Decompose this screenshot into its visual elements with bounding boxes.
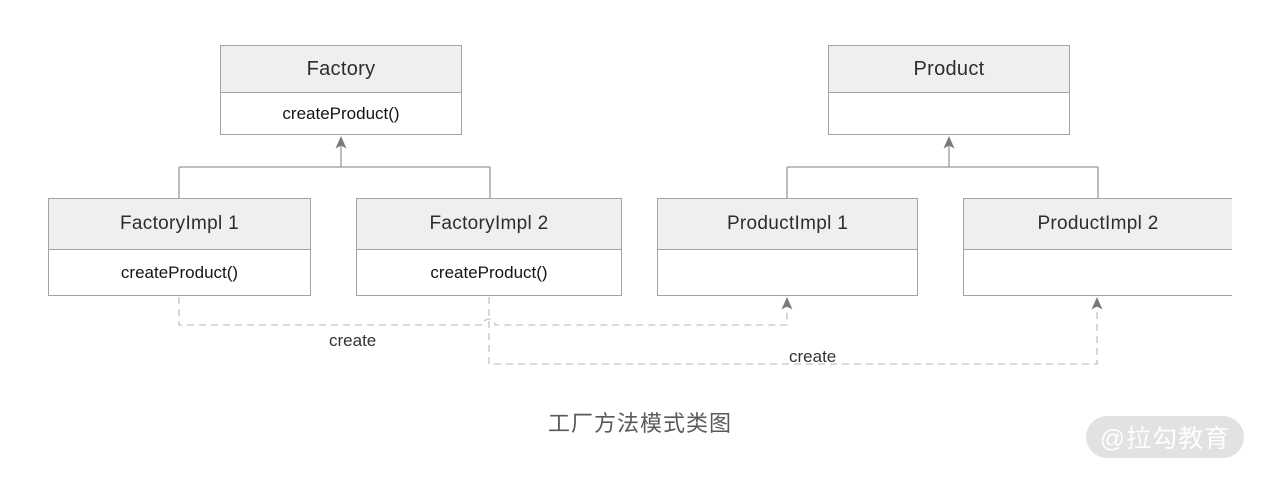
class-box-product-impl-2: ProductImpl 2 [963,198,1232,296]
class-method-product-impl-2 [964,250,1232,295]
watermark-badge: @拉勾教育 [1086,416,1244,458]
create-connector-1 [178,297,788,326]
inheritance-connector-product [786,141,1099,198]
class-title-factory: Factory [221,46,461,93]
class-method-product-impl-1 [658,250,917,295]
class-title-product-impl-1: ProductImpl 1 [658,199,917,250]
class-title-factory-impl-1: FactoryImpl 1 [49,199,310,250]
class-method-factory: createProduct() [282,103,400,123]
class-box-factory-impl-1: FactoryImpl 1 createProduct() [48,198,311,296]
class-method-factory-impl-2: createProduct() [430,262,548,282]
class-method-factory-impl-1: createProduct() [120,262,239,282]
class-title-product-impl-2: ProductImpl 2 [964,199,1232,250]
watermark-text: @拉勾教育 [1099,425,1231,453]
create-label-2: create [789,347,837,366]
class-method-product [829,93,1069,134]
diagram-caption: 工厂方法模式类图 [547,411,732,436]
inheritance-arrow-product-icon [943,136,955,149]
inheritance-arrow-factory-icon [335,136,347,149]
create-label-1: create [329,331,377,350]
class-title-product: Product [829,46,1069,93]
class-title-factory-impl-2: FactoryImpl 2 [357,199,621,250]
class-box-product-impl-1: ProductImpl 1 [657,198,918,296]
create-arrow-2-icon [1091,297,1103,310]
inheritance-connector-factory [178,141,491,198]
class-box-product: Product [828,45,1070,135]
class-box-factory: Factory createProduct() [220,45,462,135]
class-box-factory-impl-2: FactoryImpl 2 createProduct() [356,198,622,296]
create-arrow-1-icon [781,297,793,310]
